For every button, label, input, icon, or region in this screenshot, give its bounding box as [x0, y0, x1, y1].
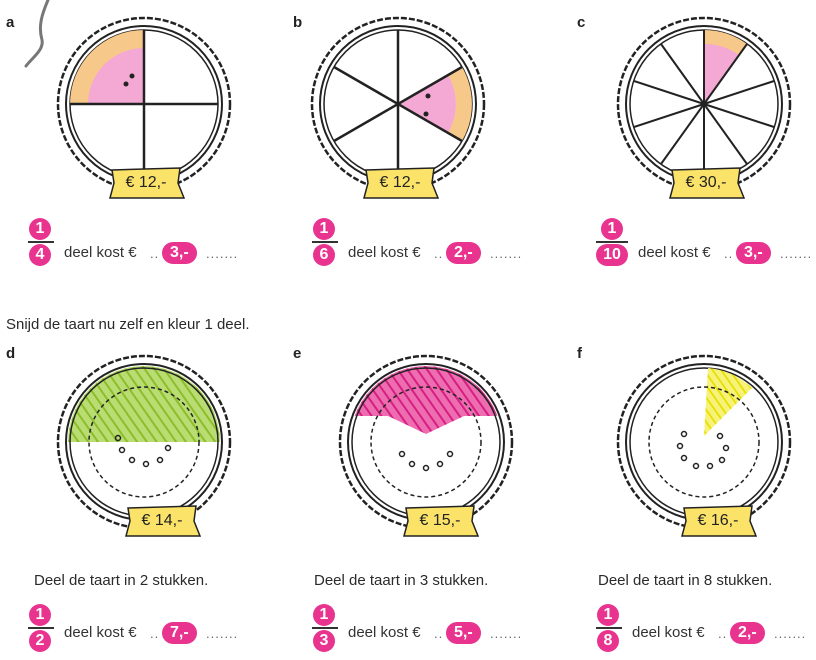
answer-f: 2,-	[730, 622, 765, 644]
deel-kost-e: deel kost €	[348, 624, 421, 641]
dots-e: .......	[490, 626, 522, 641]
exercise-label-b: b	[293, 14, 302, 31]
numerator-d: 1	[29, 604, 51, 626]
dots-before-f: ..	[718, 626, 727, 641]
instruction-text: Snijd de taart nu zelf en kleur 1 deel.	[6, 316, 250, 333]
dots-d: .......	[206, 626, 238, 641]
numerator-e: 1	[313, 604, 335, 626]
task-d: Deel de taart in 2 stukken.	[34, 572, 208, 589]
price-text-f: € 16,-	[678, 504, 758, 538]
answer-d: 7,-	[162, 622, 197, 644]
exercise-label-c: c	[577, 14, 585, 31]
price-tag-f: € 16,-	[678, 504, 758, 538]
fraction-bar	[312, 627, 338, 629]
fraction-c: 1 10	[596, 218, 628, 266]
answer-a: 3,-	[162, 242, 197, 264]
price-tag-c: € 30,-	[666, 166, 746, 200]
deel-kost-f: deel kost €	[632, 624, 705, 641]
denominator-c: 10	[596, 244, 628, 266]
fraction-e: 1 3	[312, 604, 338, 652]
fraction-d: 1 2	[28, 604, 54, 652]
deel-kost-c: deel kost €	[638, 244, 711, 261]
dots-c: .......	[780, 246, 812, 261]
exercise-label-d: d	[6, 345, 15, 362]
deel-kost-a: deel kost €	[64, 244, 137, 261]
price-tag-b: € 12,-	[360, 166, 440, 200]
exercise-label-f: f	[577, 345, 582, 362]
answer-b: 2,-	[446, 242, 481, 264]
denominator-a: 4	[29, 244, 51, 266]
denominator-f: 8	[597, 630, 619, 652]
numerator-f: 1	[597, 604, 619, 626]
price-text-a: € 12,-	[106, 166, 186, 200]
dots-f: .......	[774, 626, 806, 641]
answer-e: 5,-	[446, 622, 481, 644]
price-tag-a: € 12,-	[106, 166, 186, 200]
dots-a: .......	[206, 246, 238, 261]
fraction-bar	[596, 241, 628, 243]
fraction-a: 1 4	[28, 218, 54, 266]
deel-kost-d: deel kost €	[64, 624, 137, 641]
dots-before-b: ..	[434, 246, 443, 261]
fraction-bar	[312, 241, 338, 243]
numerator-b: 1	[313, 218, 335, 240]
price-text-b: € 12,-	[360, 166, 440, 200]
exercise-label-e: e	[293, 345, 301, 362]
dots-before-e: ..	[434, 626, 443, 641]
price-text-c: € 30,-	[666, 166, 746, 200]
price-tag-d: € 14,-	[122, 504, 202, 538]
dots-before-a: ..	[150, 246, 159, 261]
numerator-a: 1	[29, 218, 51, 240]
price-tag-e: € 15,-	[400, 504, 480, 538]
fraction-bar	[28, 241, 54, 243]
fraction-bar	[28, 627, 54, 629]
numerator-c: 1	[601, 218, 623, 240]
task-f: Deel de taart in 8 stukken.	[598, 572, 772, 589]
fraction-b: 1 6	[312, 218, 338, 266]
dots-before-d: ..	[150, 626, 159, 641]
answer-c: 3,-	[736, 242, 771, 264]
fraction-f: 1 8	[596, 604, 622, 652]
deel-kost-b: deel kost €	[348, 244, 421, 261]
denominator-b: 6	[313, 244, 335, 266]
pencil-scribble	[12, 0, 52, 70]
price-text-d: € 14,-	[122, 504, 202, 538]
dots-before-c: ..	[724, 246, 733, 261]
task-e: Deel de taart in 3 stukken.	[314, 572, 488, 589]
fraction-bar	[596, 627, 622, 629]
price-text-e: € 15,-	[400, 504, 480, 538]
denominator-e: 3	[313, 630, 335, 652]
dots-b: .......	[490, 246, 522, 261]
denominator-d: 2	[29, 630, 51, 652]
